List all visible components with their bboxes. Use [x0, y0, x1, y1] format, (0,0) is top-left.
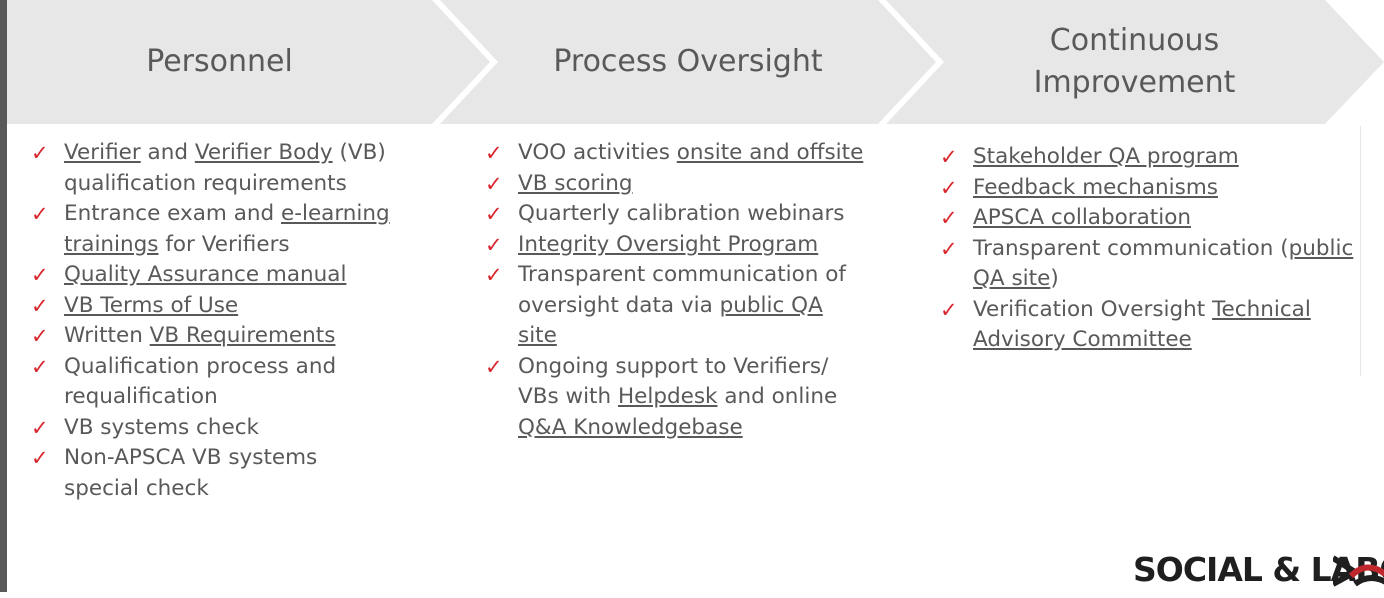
personnel-text: Written	[64, 323, 150, 348]
checkmark-icon: ✓	[940, 206, 958, 230]
process-oversight-link[interactable]: VB scoring	[518, 170, 633, 196]
checkmark-icon: ✓	[31, 202, 49, 226]
personnel-item: ✓ Verifier and Verifier Body (VB) qualifi…	[31, 138, 393, 199]
chevron-process-bar	[7, 0, 1384, 124]
chevron-process-oversight-title: Process Oversight	[553, 44, 823, 79]
continuous-improvement-item: ✓ Verification Oversight Technical Adviso…	[940, 295, 1355, 356]
personnel-item: ✓Entrance exam and e-learning trainings …	[31, 199, 393, 260]
process-oversight-link[interactable]: public QA site	[518, 292, 823, 349]
personnel-item: ✓ VB Terms of Use	[31, 291, 393, 322]
continuous-improvement-link[interactable]: Stakeholder QA program	[973, 144, 1239, 169]
checkmark-icon: ✓	[485, 202, 503, 226]
continuous-improvement-item: ✓ Transparent communication (public QA si…	[940, 234, 1355, 295]
logo-mark-icon	[1333, 555, 1384, 587]
process-oversight-text: VOO activities	[518, 140, 677, 165]
logo-text: SOCIAL & LABOR	[1133, 550, 1384, 589]
process-oversight-item: ✓ Transparent communication of oversight …	[485, 260, 865, 352]
checkmark-icon: ✓	[31, 263, 49, 287]
process-oversight-text: and online	[717, 384, 838, 409]
checkmark-icon: ✓	[31, 324, 49, 348]
personnel-text: Qualification process and requalificatio…	[64, 353, 337, 410]
personnel-text: for Verifiers	[158, 231, 290, 257]
checkmark-icon: ✓	[485, 171, 503, 196]
process-oversight-text: Transparent communication of oversight d…	[518, 262, 846, 318]
personnel-column: ✓ Verifier and Verifier Body (VB) qualifi…	[31, 138, 393, 504]
personnel-text: VB systems check	[64, 414, 260, 440]
left-edge-bar	[0, 0, 7, 592]
chevron-personnel-shape	[7, 0, 490, 124]
chevron-continuous-improvement-title: Continuous Improvement	[1033, 23, 1236, 100]
continuous-improvement-text: Transparent communication (	[973, 235, 1289, 261]
personnel-link[interactable]: Quality Assurance manual	[64, 262, 347, 287]
checkmark-icon: ✓	[940, 145, 958, 169]
process-oversight-item: ✓Ongoing support to Verifiers/ VBs with …	[485, 352, 865, 444]
personnel-link[interactable]: Verifier	[64, 140, 141, 165]
checkmark-icon: ✓	[940, 297, 958, 322]
continuous-improvement-item: ✓ Stakeholder QA program	[940, 142, 1355, 173]
continuous-improvement-text: Verification Oversight	[973, 296, 1213, 322]
chevron-continuous-improvement-shape	[886, 0, 1384, 124]
continuous-improvement-item: ✓ APSCA collaboration	[940, 203, 1355, 234]
continuous-improvement-text: )	[1050, 266, 1059, 291]
personnel-item: ✓ Qualification process and requalificati…	[31, 352, 393, 413]
checkmark-icon: ✓	[31, 354, 49, 379]
process-oversight-link[interactable]: Integrity Oversight Program	[518, 231, 819, 257]
process-oversight-item: ✓ VOO activities onsite and offsite	[485, 138, 865, 169]
checkmark-icon: ✓	[31, 446, 49, 470]
continuous-improvement-column: ✓ Stakeholder QA program ✓ Feedback mechani…	[940, 142, 1355, 356]
process-oversight-item: ✓ Integrity Oversight Program	[485, 230, 865, 261]
personnel-text: Entrance exam and	[64, 201, 281, 226]
continuous-improvement-link[interactable]: public QA site	[973, 235, 1354, 292]
continuous-improvement-item: ✓ Feedback mechanisms	[940, 173, 1355, 204]
personnel-link[interactable]: e-learning trainings	[64, 201, 390, 257]
continuous-improvement-link[interactable]: Technical Advisory Committee	[973, 296, 1311, 353]
checkmark-icon: ✓	[485, 354, 503, 379]
social-labor-logo: SOCIAL & LABOR	[1133, 548, 1384, 598]
personnel-link[interactable]: Verifier Body	[194, 140, 333, 165]
personnel-item: ✓ Quality Assurance manual	[31, 260, 393, 291]
checkmark-icon: ✓	[485, 141, 503, 165]
personnel-item: ✓ Written VB Requirements	[31, 321, 393, 352]
chevron-personnel-title: Personnel	[146, 44, 293, 79]
checkmark-icon: ✓	[940, 236, 958, 261]
personnel-item: ✓ Non-APSCA VB systems special check	[31, 443, 393, 504]
process-oversight-text: Ongoing support to Verifiers/ VBs with	[518, 353, 829, 410]
chevron-process-oversight-shape	[440, 0, 936, 124]
checkmark-icon: ✓	[940, 175, 958, 200]
process-oversight-item: ✓ VB scoring	[485, 169, 865, 200]
personnel-link[interactable]: VB Terms of Use	[64, 292, 239, 318]
process-oversight-link[interactable]: Q&A Knowledgebase	[518, 414, 743, 440]
personnel-text: (VB) qualification requirements	[64, 140, 386, 196]
continuous-improvement-link[interactable]: Feedback mechanisms	[973, 174, 1218, 200]
process-oversight-item: ✓ Quarterly calibration webinars	[485, 199, 865, 230]
personnel-text: and	[140, 140, 195, 165]
personnel-item: ✓ VB systems check	[31, 413, 393, 444]
process-oversight-column: ✓ VOO activities onsite and offsite ✓ VB sc…	[485, 138, 865, 443]
checkmark-icon: ✓	[31, 293, 49, 318]
process-oversight-text: Quarterly calibration webinars	[518, 201, 845, 226]
process-oversight-link[interactable]: onsite and offsite	[676, 140, 864, 165]
checkmark-icon: ✓	[31, 141, 49, 165]
column-divider	[1360, 126, 1361, 376]
checkmark-icon: ✓	[31, 415, 49, 440]
checkmark-icon: ✓	[485, 232, 503, 257]
continuous-improvement-link[interactable]: APSCA collaboration	[973, 205, 1191, 230]
personnel-link[interactable]: VB Requirements	[149, 323, 336, 348]
checkmark-icon: ✓	[485, 263, 503, 287]
personnel-text: Non-APSCA VB systems special check	[64, 445, 318, 501]
process-oversight-link[interactable]: Helpdesk	[617, 384, 718, 409]
